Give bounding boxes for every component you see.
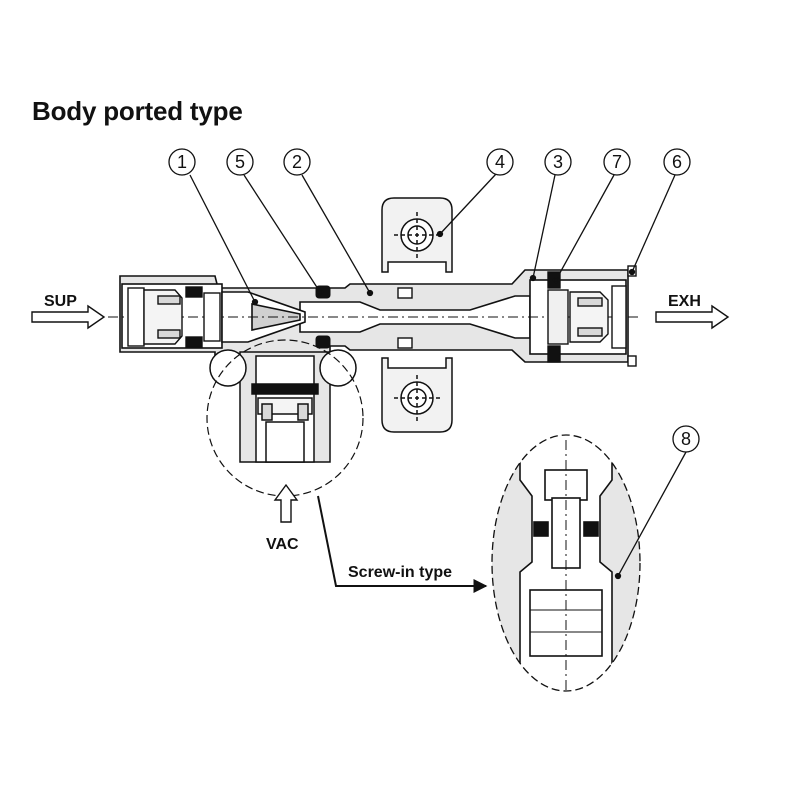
svg-text:4: 4 — [495, 152, 505, 172]
exhaust-arrow — [655, 304, 730, 330]
callout-3: 3 — [544, 148, 572, 176]
vacuum-port — [209, 349, 357, 463]
screw-in-type-label: Screw-in type — [348, 564, 452, 581]
vac-label: VAC — [266, 536, 299, 553]
svg-text:5: 5 — [235, 152, 245, 172]
svg-text:3: 3 — [553, 152, 563, 172]
exhaust-fitting — [547, 265, 637, 367]
callout-6: 6 — [663, 148, 691, 176]
leader-lines — [189, 173, 687, 580]
page-title: Body ported type — [32, 96, 243, 126]
svg-text:1: 1 — [177, 152, 187, 172]
diffuser-steps — [397, 287, 413, 349]
supply-fitting — [127, 286, 221, 348]
vacuum-arrow — [273, 483, 299, 523]
svg-text:2: 2 — [292, 152, 302, 172]
sup-label: SUP — [44, 293, 77, 310]
supply-arrow — [31, 304, 106, 330]
screw-in-detail — [491, 434, 641, 692]
callout-8: 8 — [672, 425, 700, 453]
mounting-bracket-top — [381, 197, 453, 273]
callout-5: 5 — [226, 148, 254, 176]
callout-7: 7 — [603, 148, 631, 176]
detail-connector-line — [317, 495, 488, 593]
mounting-bracket-bottom — [381, 357, 453, 433]
callout-2: 2 — [283, 148, 311, 176]
svg-text:6: 6 — [672, 152, 682, 172]
exh-label: EXH — [668, 293, 701, 310]
svg-text:8: 8 — [681, 429, 691, 449]
callout-4: 4 — [486, 148, 514, 176]
callout-1: 1 — [168, 148, 196, 176]
svg-text:7: 7 — [612, 152, 622, 172]
